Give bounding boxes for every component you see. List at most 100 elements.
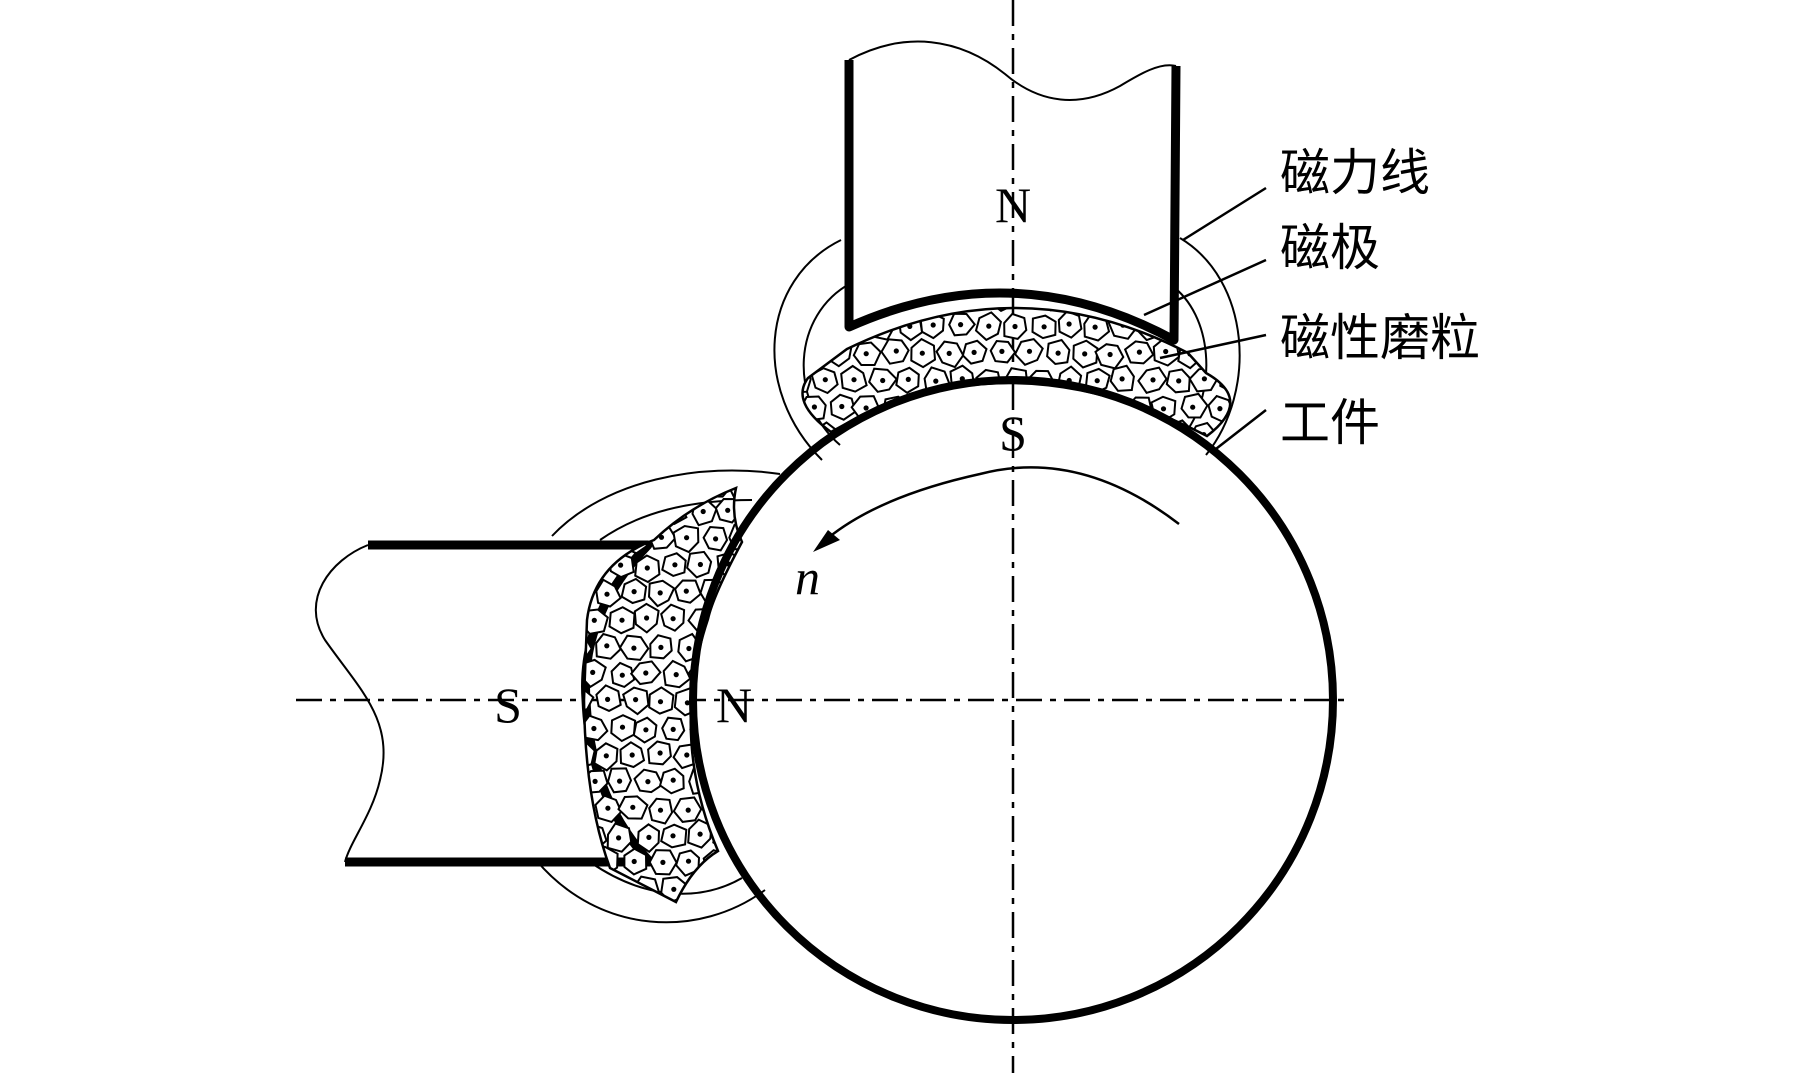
abrasive-grain-dot [1092, 324, 1098, 330]
abrasive-grain-dot [592, 778, 598, 785]
abrasive-grain-dot [578, 806, 583, 811]
abrasive-grain-dot [685, 807, 691, 813]
abrasive-grain [645, 488, 674, 500]
abrasive-grain [1232, 340, 1257, 364]
abrasive-grain-dot [713, 536, 719, 542]
abrasive-grain-dot [710, 751, 717, 757]
workpiece-circle [689, 376, 1337, 1024]
abrasive-grain-dot [629, 752, 635, 758]
abrasive-grain-dot [712, 646, 718, 652]
abrasive-grain-dot [739, 591, 742, 597]
workpiece-left-N-label: N [716, 677, 752, 733]
abrasive-grain [728, 794, 742, 822]
abrasive-grain-dot [1041, 324, 1047, 330]
abrasive-grain [729, 633, 742, 664]
abrasive-grain-dot [1082, 351, 1088, 357]
abrasive-grain-dot [658, 644, 664, 651]
abrasive-grain-dot [646, 834, 652, 841]
abrasive-grain-dot [797, 322, 802, 327]
abrasive-grain-dot [633, 697, 639, 703]
abrasive-grain [1233, 395, 1259, 417]
abrasive-grain [1002, 259, 1028, 286]
abrasive-grain-dot [946, 350, 952, 356]
abrasive-grain-dot [1109, 297, 1114, 302]
abrasive-grain [713, 606, 742, 635]
abrasive-grain-dot [630, 804, 636, 810]
abrasive-grain-dot [999, 348, 1005, 354]
abrasive-grain [698, 636, 728, 662]
abrasive-grain-dot [657, 750, 663, 756]
abrasive-grain [606, 498, 636, 526]
top-pole-N-label: N [995, 177, 1031, 233]
abrasive-grain-dot [686, 481, 691, 486]
abrasive-grain [892, 421, 920, 436]
abrasive-grain-dot [738, 488, 742, 490]
abrasive-grain-dot [822, 377, 828, 383]
abrasive-grain-dot [700, 508, 706, 515]
abrasive-grain-dot [657, 699, 664, 705]
abrasive-grain-dot [1201, 376, 1207, 382]
abrasive-grain [584, 488, 592, 496]
abrasive-grain [584, 687, 595, 715]
abrasive-grain-dot [878, 325, 884, 331]
abrasive-grain-dot [657, 481, 662, 486]
abrasive-grain-dot [1055, 405, 1061, 411]
abrasive-grain-dot [971, 349, 977, 355]
abrasive-grain-dot [683, 588, 689, 594]
abrasive-grain-dot [619, 672, 625, 678]
abrasive-grain [730, 580, 742, 611]
abrasive-grain-dot [685, 858, 692, 864]
abrasive-grain-dot [1201, 269, 1206, 274]
label-magnetic-pole: 磁极 [1280, 219, 1380, 277]
abrasive-grain-dot [839, 403, 845, 410]
abrasive-grain-dot [605, 696, 611, 703]
abrasive-grain-dot [1217, 406, 1223, 412]
abrasive-grain-dot [959, 433, 965, 436]
abrasive-grain-dot [684, 535, 690, 541]
abrasive-grain-dot [933, 378, 939, 384]
abrasive-grain [1123, 307, 1152, 312]
workpiece-top-S-label: S [999, 405, 1027, 461]
abrasive-grain-dot [1122, 271, 1127, 276]
abrasive-grain-dot [619, 724, 626, 730]
abrasive-grain-dot [604, 591, 610, 597]
abrasive-grain-dot [1040, 430, 1046, 436]
abrasive-grain-dot [824, 269, 829, 274]
abrasive-grain-dot [617, 888, 624, 894]
abrasive-grain-dot [797, 377, 802, 382]
abrasive-grain [1085, 260, 1109, 285]
abrasive-grain [898, 257, 921, 284]
abrasive-grain-dot [591, 617, 597, 623]
abrasive-grain-dot [892, 298, 897, 303]
abrasive-grain [1041, 394, 1073, 422]
abrasive-grain-dot [660, 859, 666, 866]
abrasive-grain-dot [643, 670, 649, 676]
abrasive-grain-dot [590, 669, 596, 676]
abrasive-grain-dot [727, 671, 733, 677]
abrasive-grain [728, 741, 742, 768]
abrasive-grain [1246, 316, 1271, 337]
abrasive-grain [964, 392, 992, 420]
abrasive-grain-dot [851, 377, 857, 383]
abrasive-grain-dot [714, 488, 720, 489]
abrasive-grain-dot [1146, 432, 1152, 436]
abrasive-grain [1246, 256, 1271, 282]
abrasive-grain-dot [1028, 402, 1034, 408]
abrasive-grain-dot [670, 616, 676, 622]
abrasive-grain-dot [958, 322, 964, 328]
abrasive-grain-dot [684, 700, 691, 706]
abrasive-grain-dot [590, 887, 596, 893]
abrasive-grain-dot [918, 406, 924, 412]
abrasive-grain-dot [1094, 378, 1100, 384]
abrasive-grain-dot [811, 351, 817, 357]
abrasive-grain-dot [697, 831, 703, 837]
label-workpiece: 工件 [1280, 394, 1380, 452]
abrasive-grain-dot [893, 348, 899, 354]
abrasive-grain-dot [740, 645, 742, 652]
top-magnetic-pole [844, 40, 1181, 345]
abrasive-grain-dot [617, 778, 623, 784]
abrasive-grain-dot [809, 298, 814, 303]
abrasive-grain-dot [1255, 324, 1260, 329]
